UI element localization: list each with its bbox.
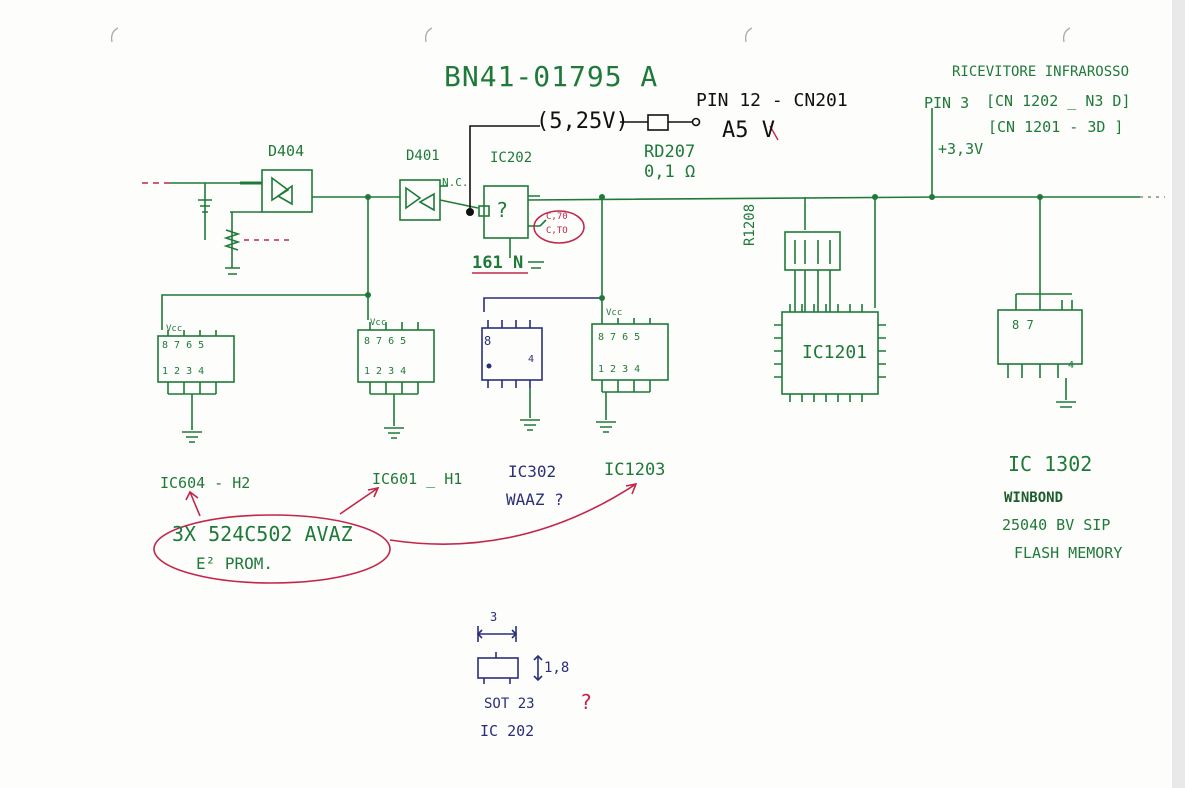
ic1203-pins-bottom: 1 2 3 4 <box>598 364 641 375</box>
ic604-pins-bottom: 1 2 3 4 <box>162 366 205 377</box>
ic1203-pins-top: 8 7 6 5 <box>598 332 641 343</box>
ic1302-chip <box>997 194 1083 408</box>
ic202-top-label: IC202 <box>490 150 533 166</box>
code-161n: 161 N <box>472 253 524 273</box>
ic604-vcc: Vcc <box>166 324 183 334</box>
ic601-pins-bottom: 1 2 3 4 <box>364 366 407 377</box>
ic302-pin4: 4 <box>528 354 535 365</box>
ir-receiver-label: RICEVITORE INFRAROSSO <box>952 64 1130 80</box>
ic601-label: IC601 _ H1 <box>372 470 463 488</box>
ic1203-chip <box>591 318 669 433</box>
main-rail <box>142 182 1165 209</box>
eeprom-line2: E² PROM. <box>196 554 274 573</box>
sot23-label: SOT 23 <box>484 696 535 712</box>
ic302-label: IC302 <box>508 462 557 481</box>
ic1201-label: IC1201 <box>802 342 868 363</box>
c70b-label: C,TO <box>546 226 568 236</box>
winbond-label: WINBOND <box>1004 490 1064 506</box>
ic601-vcc: Vcc <box>370 318 387 328</box>
flash-label: FLASH MEMORY <box>1014 544 1123 562</box>
ic604-label: IC604 - H2 <box>160 474 251 492</box>
pin-label: PIN 12 - CN201 <box>696 90 848 111</box>
dim-height: 1,8 <box>544 660 570 676</box>
ic1302-pin4: 4 <box>1068 360 1075 371</box>
rd207-label: RD207 <box>644 142 696 162</box>
d404-label: D404 <box>268 142 305 160</box>
d404-diode <box>198 169 313 275</box>
ic202-regulator <box>472 185 585 274</box>
eeprom-line1: 3X 524C502 AVAZ <box>172 522 353 546</box>
v33-label: +3,3V <box>938 140 984 158</box>
ic302-unknown: WAAZ ? <box>506 490 564 509</box>
ic1302-label: IC 1302 <box>1008 452 1093 476</box>
a5v-label: A5 V <box>722 118 775 143</box>
scan-margin <box>1172 0 1185 788</box>
sot23-question: ? <box>580 690 593 714</box>
ic302-chip <box>481 320 543 431</box>
ic302-pin8: 8 <box>484 334 492 348</box>
cn1201-label: [CN 1201 - 3D ] <box>988 118 1124 136</box>
c70-label: C,70 <box>546 212 568 222</box>
rd207-value: 0,1 Ω <box>644 162 696 182</box>
binder-rings <box>110 27 1071 43</box>
d401-label: D401 <box>406 148 440 164</box>
a5v-input <box>466 114 779 216</box>
voltage-note: (5,25V) <box>536 109 629 134</box>
ic604-chip <box>157 330 235 443</box>
ic1203-label: IC1203 <box>604 460 666 480</box>
pin3-label: PIN 3 <box>924 94 970 112</box>
ic202-bottom-label: IC 202 <box>480 722 535 740</box>
dim-width: 3 <box>490 610 498 624</box>
eeprom-annotation <box>153 482 638 584</box>
ic601-pins-top: 8 7 6 5 <box>364 336 407 347</box>
ic601-chip <box>357 322 435 439</box>
nc-label: N.C. <box>442 176 469 189</box>
ic1203-vcc: Vcc <box>606 308 623 318</box>
eeprom-supply <box>161 194 605 330</box>
d401-diode <box>399 179 448 221</box>
r1208-ic1201 <box>774 194 886 402</box>
board-title: BN41-01795 A <box>444 60 659 93</box>
cn1202-label: [CN 1202 _ N3 D] <box>986 92 1131 110</box>
winbond-part: 25040 BV SIP <box>1002 516 1111 534</box>
ic202-question: ? <box>496 198 509 222</box>
sot23-sketch <box>476 626 543 684</box>
ir-tap <box>929 108 935 200</box>
ic604-pins-top: 8 7 6 5 <box>162 340 205 351</box>
ic1302-pins-top: 8 7 <box>1012 318 1034 332</box>
r1208-label: R1208 <box>742 203 758 246</box>
